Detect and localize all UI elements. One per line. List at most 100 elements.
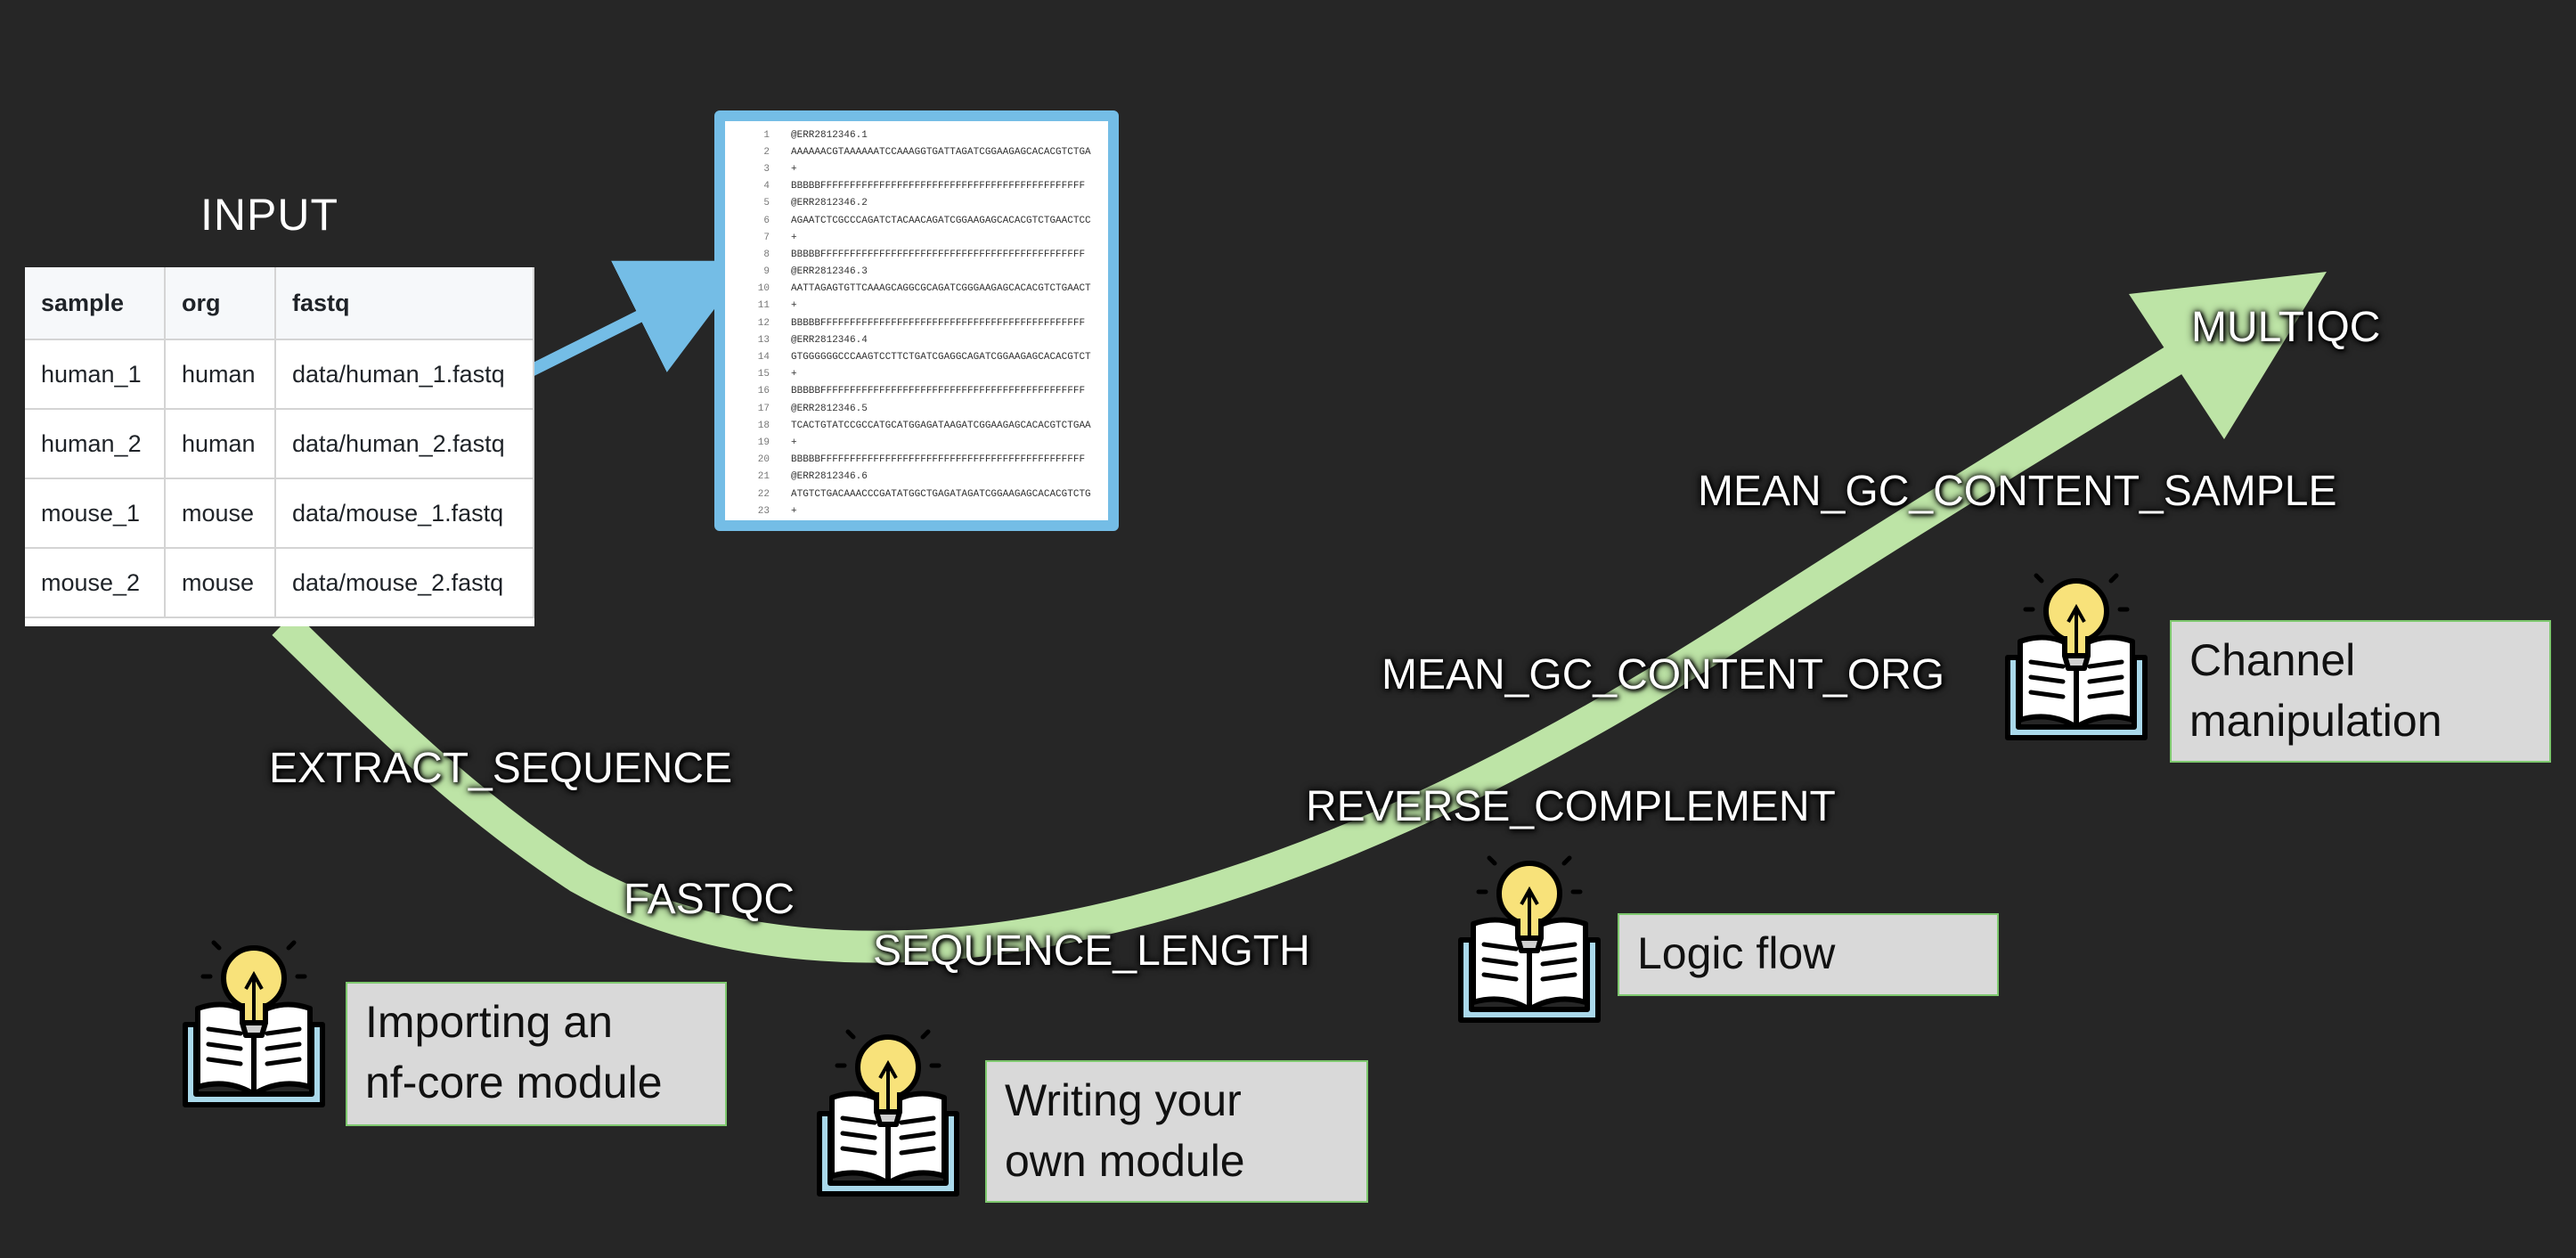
line-text: + xyxy=(791,232,797,243)
lightbulb-book-icon xyxy=(2001,568,2152,751)
topic-logic-flow: Logic flow xyxy=(1618,913,1999,996)
lightbulb-book-graphic xyxy=(817,1029,959,1197)
cell-fastq: data/human_1.fastq xyxy=(274,339,534,410)
line-text: @ERR2812346.2 xyxy=(791,198,868,209)
table-header-row: sample org fastq xyxy=(25,267,534,340)
input-title: INPUT xyxy=(200,190,338,240)
line-text: AGAATCTCGCCCAGATCTACAACAGATCGGAAGAGCACAC… xyxy=(791,215,1091,226)
topic-line: Writing your xyxy=(1005,1075,1242,1125)
step-mean-gc-content-sample: MEAN_GC_CONTENT_SAMPLE xyxy=(1698,468,2337,515)
line-text: GTGGGGGGCCCAAGTCCTTCTGATCGAGGCAGATCGGAAG… xyxy=(791,352,1091,364)
line-number: 8 xyxy=(763,249,770,260)
cell-sample: human_1 xyxy=(25,339,166,410)
line-text: BBBBBFFFFFFFFFFFFFFFFFFFFFFFFFFFFFFFFFFF… xyxy=(791,317,1086,329)
line-number: 22 xyxy=(757,488,770,500)
step-sequence-length: SEQUENCE_LENGTH xyxy=(873,927,1310,975)
table-row: mouse_2 mouse data/mouse_2.fastq xyxy=(25,547,534,618)
line-text: AATTAGAGTGTTCAAAGCAGGCGCAGATCGGGAAGAGCAC… xyxy=(791,283,1091,295)
lightbulb-book-icon xyxy=(812,1025,964,1207)
line-text: + xyxy=(791,505,797,517)
fastq-line: 16 BBBBBFFFFFFFFFFFFFFFFFFFFFFFFFFFFFFFFF… xyxy=(732,383,1101,400)
fastq-line: 21 @ERR2812346.6 xyxy=(732,469,1101,486)
column-header-sample: sample xyxy=(25,267,166,340)
line-number: 5 xyxy=(763,198,770,209)
line-number: 13 xyxy=(757,334,770,346)
fastq-line: 20 BBBBBFFFFFFFFFFFFFFFFFFFFFFFFFFFFFFFFF… xyxy=(732,452,1101,469)
fastq-line: 23+ xyxy=(732,502,1101,519)
line-number: 14 xyxy=(757,352,770,364)
table-row: human_1 human data/human_1.fastq xyxy=(25,339,534,410)
line-text: BBBBBFFFFFFFFFFFFFFFFFFFFFFFFFFFFFFFFFFF… xyxy=(791,181,1086,192)
line-number: 10 xyxy=(757,283,770,295)
cell-org: human xyxy=(164,339,276,410)
line-number: 17 xyxy=(757,403,770,414)
line-number: 7 xyxy=(763,232,770,243)
fastq-line: 5 @ERR2812346.2 xyxy=(732,195,1101,212)
fastq-line: 17 @ERR2812346.5 xyxy=(732,400,1101,417)
fastq-line: 18 TCACTGTATCCGCCATGCATGGAGATAAGATCGGAAGA… xyxy=(732,417,1101,434)
topic-line: own module xyxy=(1005,1135,1245,1186)
step-reverse-complement: REVERSE_COMPLEMENT xyxy=(1306,783,1836,830)
cell-org: mouse xyxy=(164,547,276,618)
line-number: 4 xyxy=(763,181,770,192)
line-number: 2 xyxy=(763,146,770,158)
cell-sample: mouse_2 xyxy=(25,547,166,618)
line-text: @ERR2812346.4 xyxy=(791,334,868,346)
topic-channel-manipulation: Channel manipulation xyxy=(2170,620,2551,763)
topic-line: Channel xyxy=(2189,635,2356,685)
table-row: human_2 human data/human_2.fastq xyxy=(25,408,534,479)
line-text: @ERR2812346.6 xyxy=(791,471,868,483)
line-number: 6 xyxy=(763,215,770,226)
line-number: 21 xyxy=(757,471,770,483)
fastq-line: 14 GTGGGGGGCCCAAGTCCTTCTGATCGAGGCAGATCGGA… xyxy=(732,348,1101,365)
line-number: 9 xyxy=(763,266,770,278)
fastq-line: 2 AAAAAACGTAAAAAATCCAAAGGTGATTAGATCGGAAGA… xyxy=(732,143,1101,160)
line-number: 1 xyxy=(763,129,770,141)
lightbulb-book-graphic xyxy=(183,940,325,1107)
fastq-line: 7+ xyxy=(732,229,1101,246)
fastq-line: 13 @ERR2812346.4 xyxy=(732,331,1101,348)
cell-sample: human_2 xyxy=(25,408,166,479)
lightbulb-book-graphic xyxy=(2005,573,2148,740)
line-text: @ERR2812346.5 xyxy=(791,403,868,414)
line-number: 18 xyxy=(757,420,770,431)
topic-importing-module: Importing an nf-core module xyxy=(346,982,727,1126)
line-text: BBBBBFFFFFFFFFFFFFFFFFFFFFFFFFFFFFFFFFFF… xyxy=(791,386,1086,397)
line-text: ATGTCTGACAAACCCGATATGGCTGAGATAGATCGGAAGA… xyxy=(791,488,1091,500)
cell-sample: mouse_1 xyxy=(25,478,166,549)
fastq-line: 10 AATTAGAGTGTTCAAAGCAGGCGCAGATCGGGAAGAGC… xyxy=(732,281,1101,298)
line-number: 11 xyxy=(757,300,770,312)
fastq-file-preview: 1@ERR2812346.1 2 AAAAAACGTAAAAAATCCAAAGGTG… xyxy=(714,110,1119,531)
line-text: AAAAAACGTAAAAAATCCAAAGGTGATTAGATCGGAAGAG… xyxy=(791,146,1091,158)
line-text: + xyxy=(791,369,797,380)
step-extract-sequence: EXTRACT_SEQUENCE xyxy=(269,745,733,792)
lightbulb-book-graphic xyxy=(1458,855,1601,1023)
topic-line: manipulation xyxy=(2189,695,2442,746)
cell-org: human xyxy=(164,408,276,479)
table-row: mouse_1 mouse data/mouse_1.fastq xyxy=(25,478,534,549)
step-fastqc: FASTQC xyxy=(624,876,795,923)
topic-line: Importing an xyxy=(365,997,613,1047)
fastq-link-arrow xyxy=(520,260,751,380)
line-text: TCACTGTATCCGCCATGCATGGAGATAAGATCGGAAGAGC… xyxy=(791,420,1091,431)
line-number: 3 xyxy=(763,163,770,175)
line-number: 16 xyxy=(757,386,770,397)
fastq-line: 3+ xyxy=(732,160,1101,177)
pipeline-path xyxy=(272,324,2218,963)
fastq-line: 9 @ERR2812346.3 xyxy=(732,264,1101,281)
line-number: 20 xyxy=(757,454,770,466)
fastq-line: 15 + xyxy=(732,366,1101,383)
fastq-line: 6 AGAATCTCGCCCAGATCTACAACAGATCGGAAGAGCACA… xyxy=(732,212,1101,229)
line-number: 15 xyxy=(757,369,770,380)
line-text: BBBBBFFFFFFFFFFFFFFFFFFFFFFFFFFFFFFFFFFF… xyxy=(791,454,1086,466)
cell-fastq: data/mouse_1.fastq xyxy=(274,478,534,549)
fastq-line: 1@ERR2812346.1 xyxy=(732,127,1101,143)
line-text: + xyxy=(791,300,797,312)
fastq-line: 19+ xyxy=(732,434,1101,451)
samplesheet-table: sample org fastq human_1 human data/huma… xyxy=(25,267,534,626)
line-text: @ERR2812346.3 xyxy=(791,266,868,278)
